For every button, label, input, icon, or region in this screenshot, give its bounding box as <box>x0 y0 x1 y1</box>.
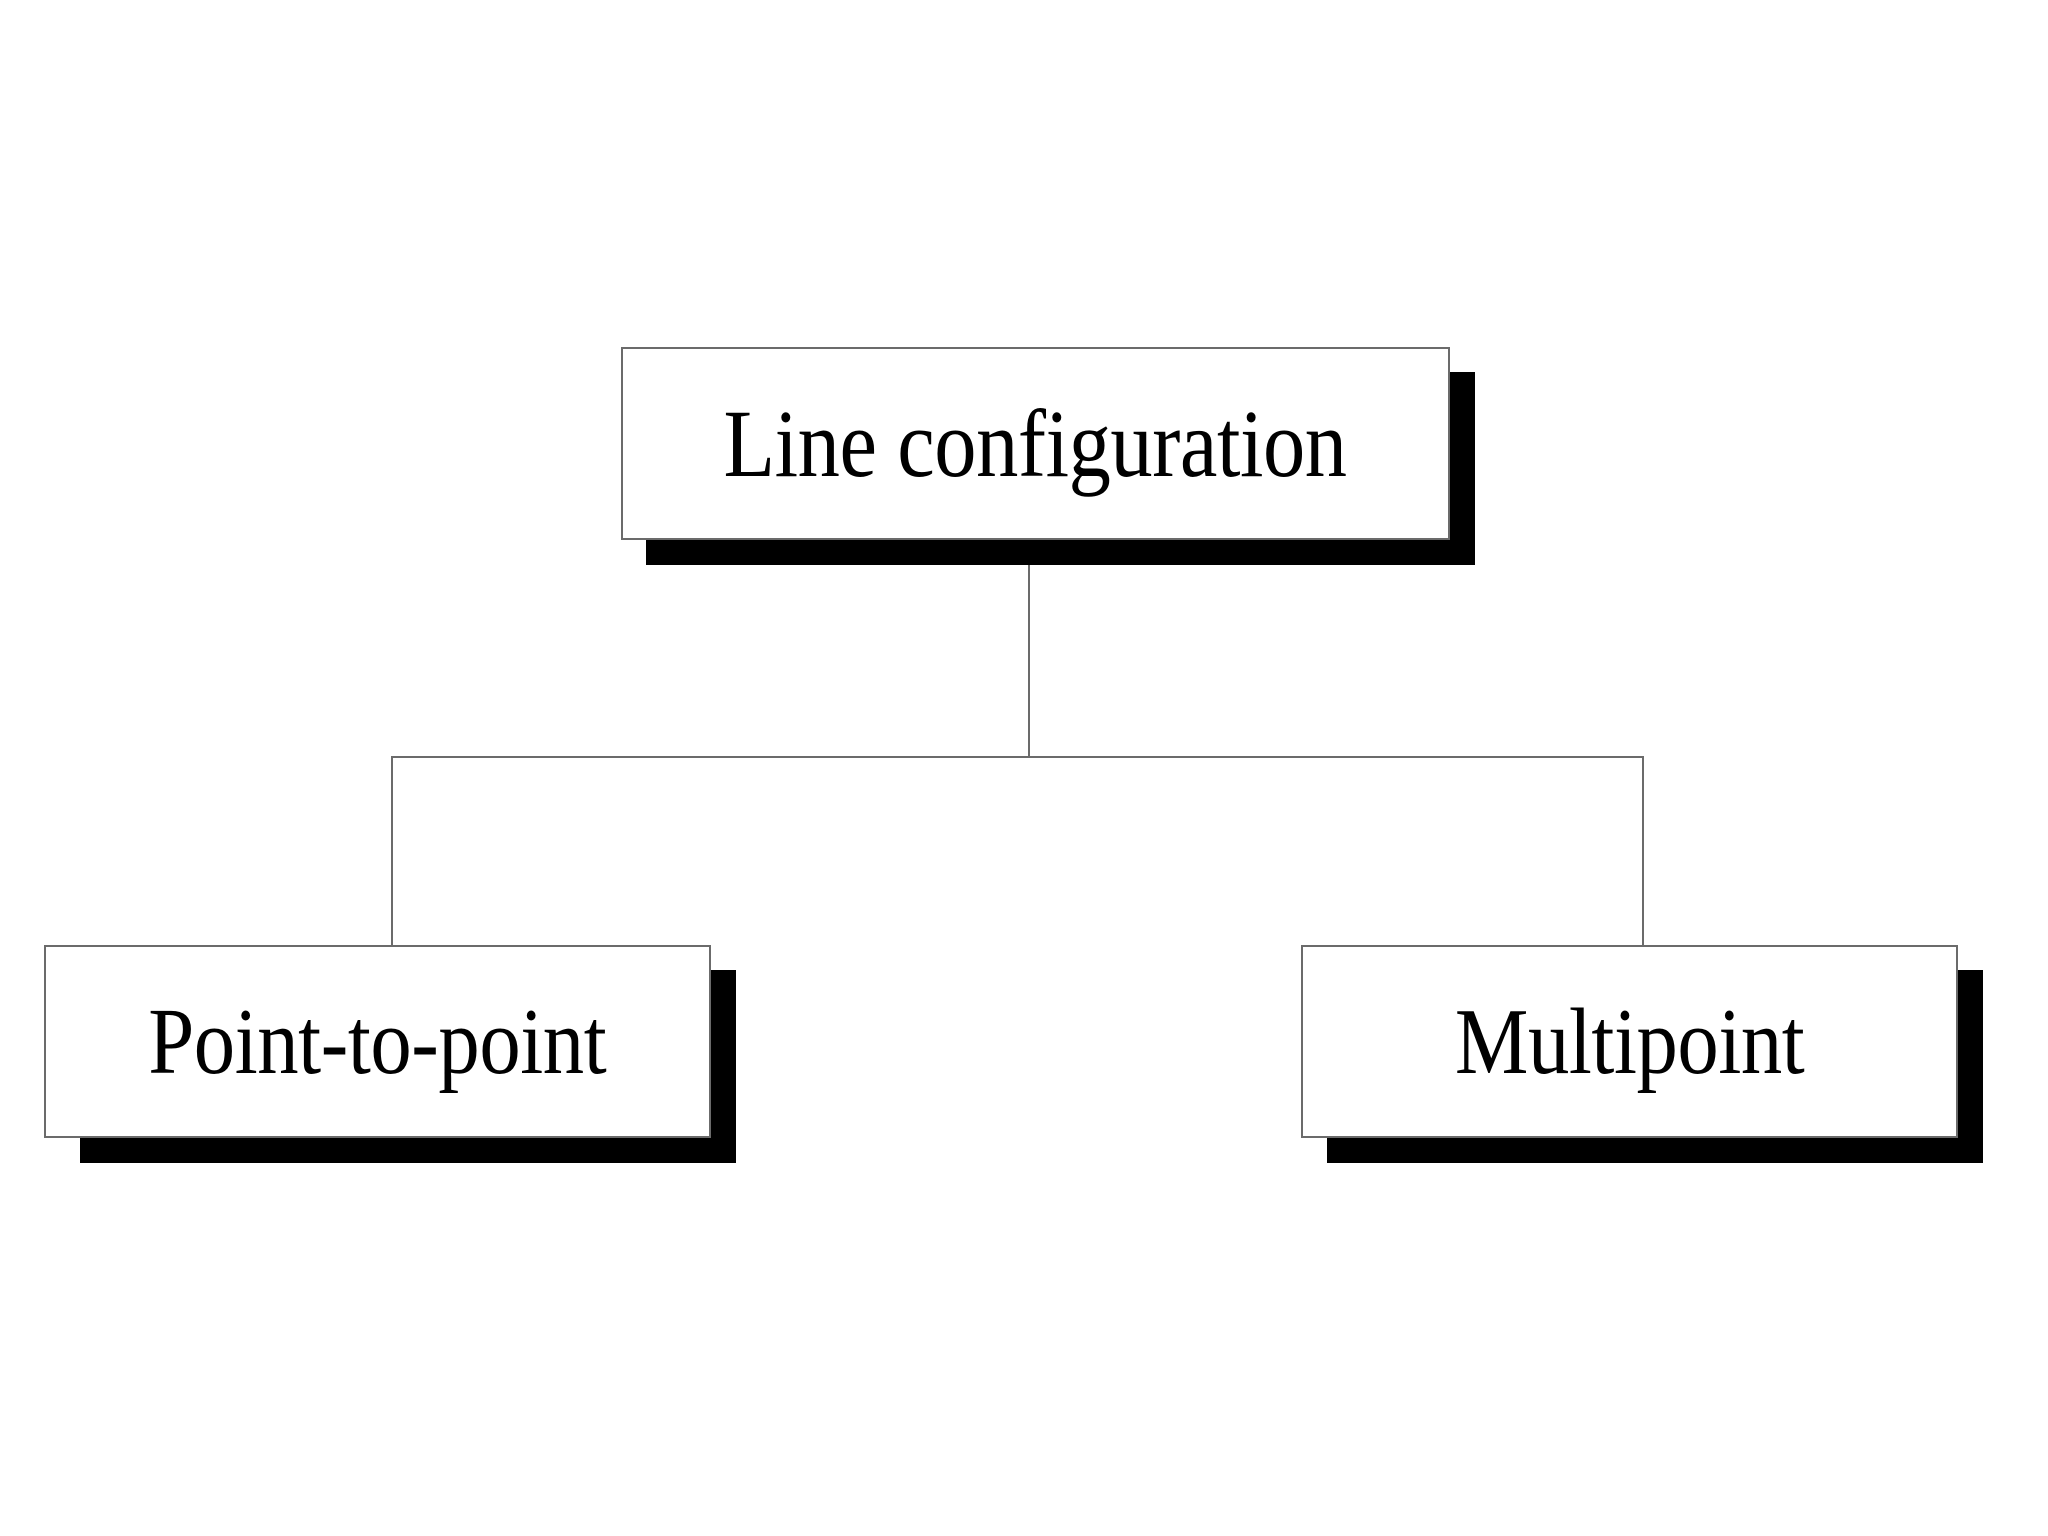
node-box[interactable]: Point-to-point <box>44 945 711 1138</box>
node-label: Line configuration <box>723 389 1348 497</box>
node-label: Point-to-point <box>148 989 607 1094</box>
node-label: Multipoint <box>1454 989 1805 1094</box>
connector-root-stem <box>1028 540 1030 758</box>
connector-crossbar <box>391 756 1644 758</box>
node-box[interactable]: Line configuration <box>621 347 1450 540</box>
connector-left-drop <box>391 756 393 946</box>
connector-right-drop <box>1642 756 1644 946</box>
node-box[interactable]: Multipoint <box>1301 945 1958 1138</box>
